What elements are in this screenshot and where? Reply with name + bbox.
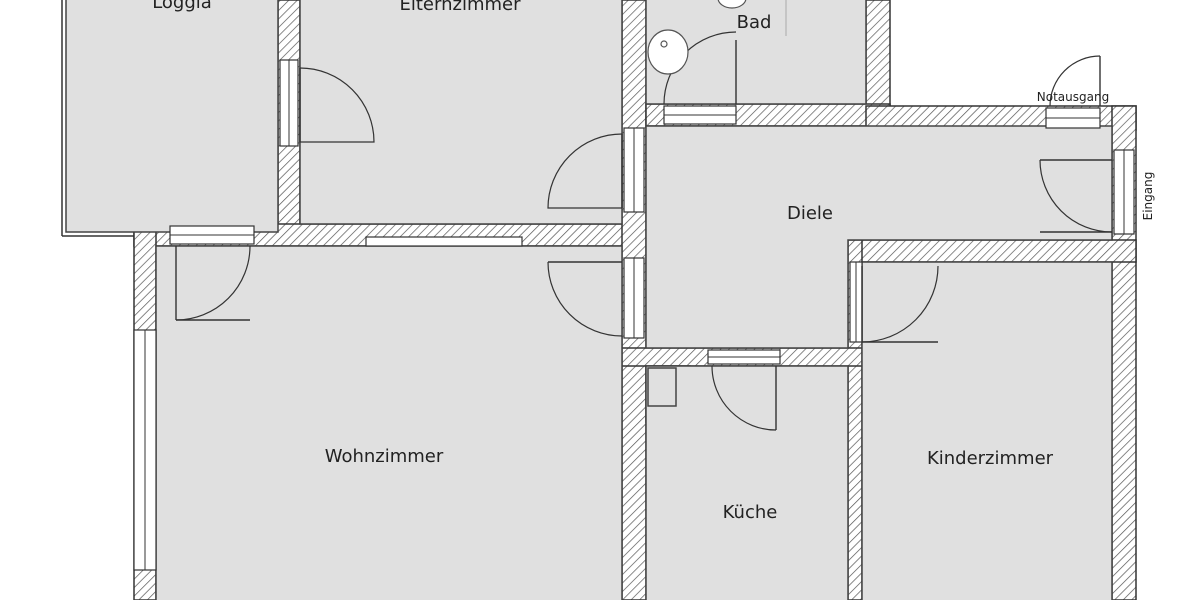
bad-sink-icon [647, 29, 689, 75]
wall-diele-kinderzimmer [847, 239, 1137, 263]
label-diele: Diele [787, 203, 833, 224]
fixtures [647, 0, 787, 75]
label-notausgang: Notausgang [1037, 90, 1109, 104]
rooms [61, 0, 1113, 600]
labels: Loggia Elternzimmer Bad Notausgang Diele… [152, 0, 1155, 523]
room-kinderzimmer [861, 261, 1113, 600]
door-elternzimmer-loggia [299, 67, 375, 143]
label-kinderzimmer: Kinderzimmer [927, 448, 1054, 469]
room-diele [645, 125, 1113, 349]
bad-fixture-icon [717, 0, 747, 9]
room-wohnzimmer [155, 245, 623, 600]
door-notausgang [1049, 55, 1101, 107]
label-bad: Bad [737, 12, 772, 33]
door-elternzimmer-diele [547, 133, 623, 209]
label-kueche: Küche [723, 502, 778, 523]
bad-sink-drain-icon [660, 40, 668, 48]
room-kueche [645, 365, 849, 600]
label-elternzimmer: Elternzimmer [400, 0, 522, 15]
door-eingang [1039, 159, 1113, 233]
room-loggia [65, 0, 279, 233]
room-elternzimmer [299, 0, 623, 225]
door-wohnzimmer-diele [547, 261, 623, 337]
kueche-niche-box [647, 367, 677, 407]
label-wohnzimmer: Wohnzimmer [325, 446, 444, 467]
door-kinderzimmer [861, 265, 939, 343]
door-wohnzimmer-entry [175, 245, 251, 321]
label-eingang: Eingang [1141, 172, 1155, 221]
opening-wohnzimmer-top-mid [365, 236, 523, 247]
doors [175, 31, 1113, 431]
label-loggia: Loggia [152, 0, 212, 13]
door-kueche [711, 365, 777, 431]
openings [133, 59, 1135, 571]
